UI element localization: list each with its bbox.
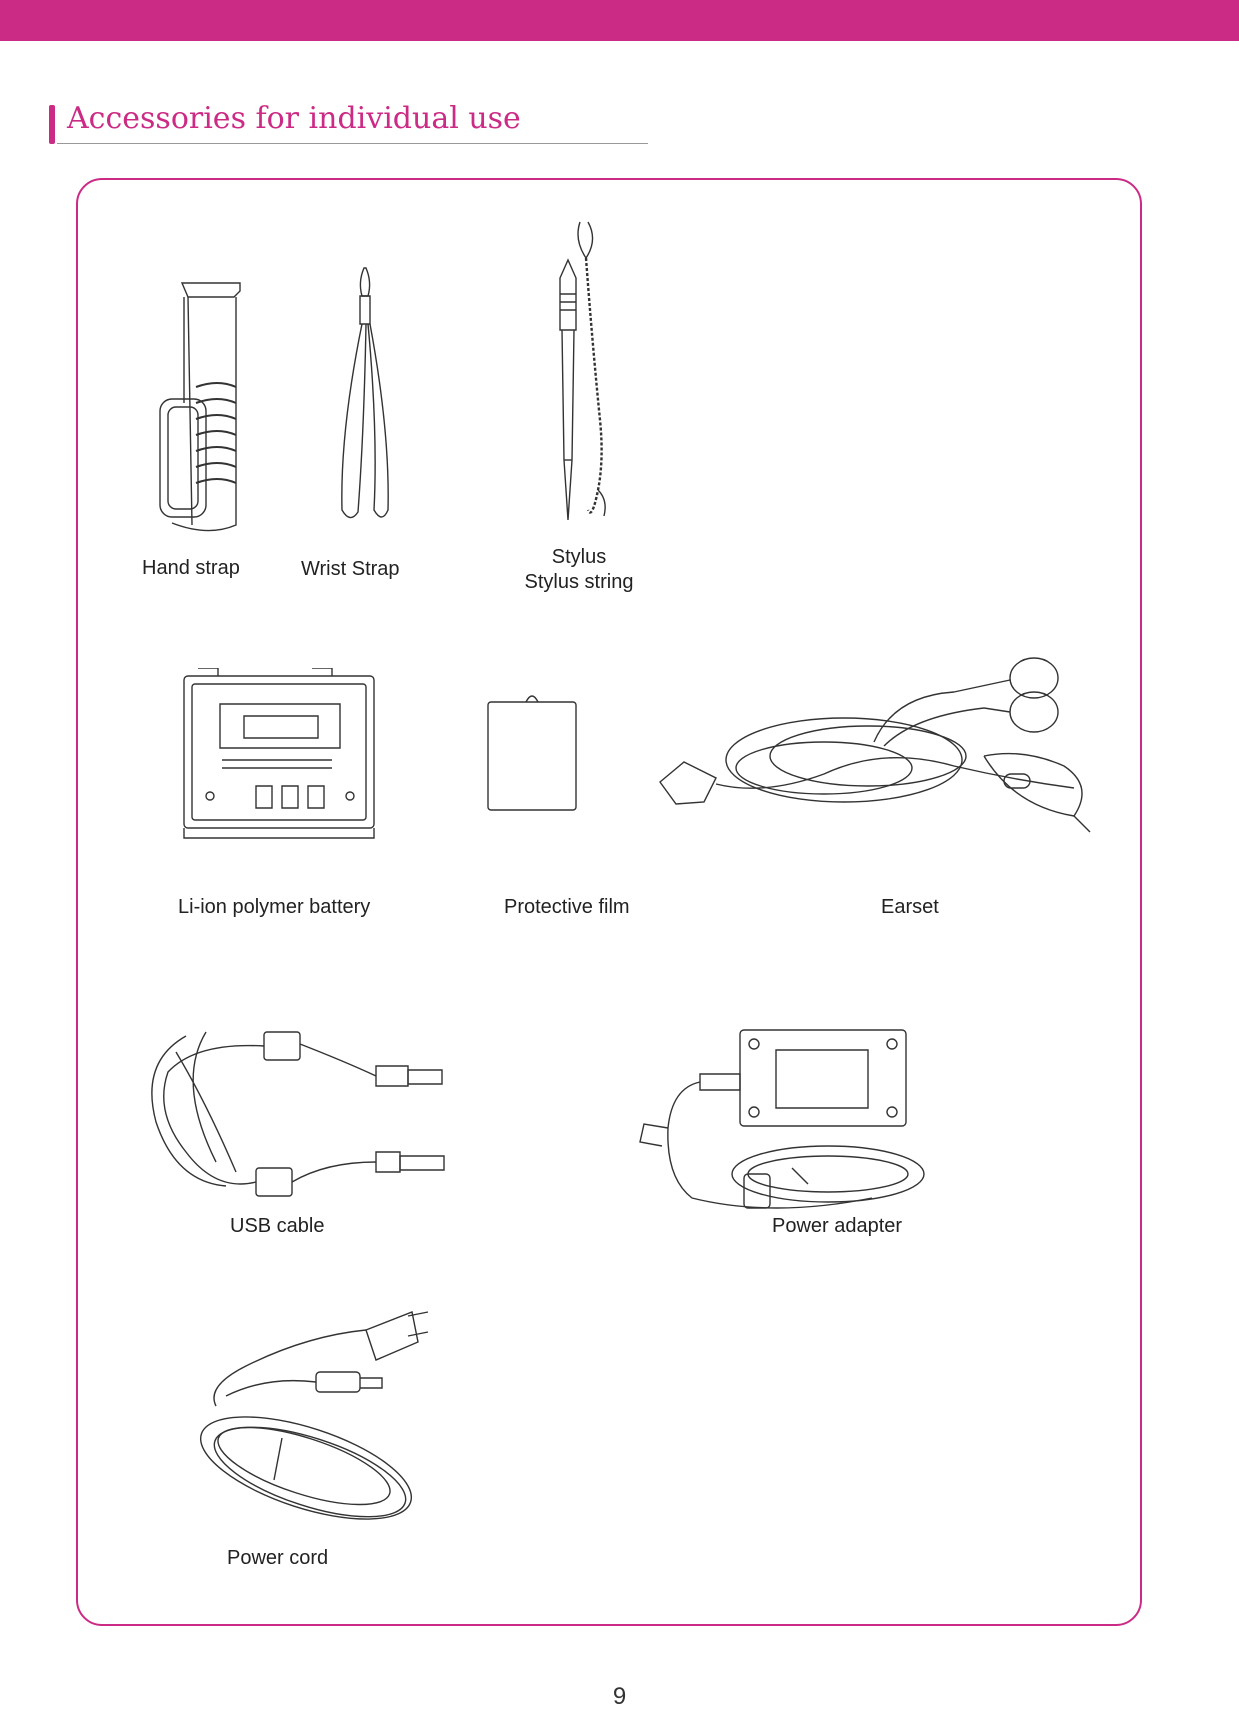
earset-illustration <box>654 656 1104 842</box>
power-cord-illustration <box>186 1306 452 1536</box>
power-adapter-label: Power adapter <box>772 1215 903 1237</box>
stylus-string-label: Stylus string <box>524 571 634 593</box>
hand-strap-illustration <box>148 275 258 537</box>
header-band <box>0 0 1239 41</box>
protective-film-illustration <box>486 688 580 814</box>
usb-cable-illustration <box>146 1022 452 1204</box>
wrist-strap-illustration <box>330 262 400 524</box>
accessories-panel <box>76 178 1142 1626</box>
protective-film-label: Protective film <box>504 896 630 918</box>
title-marker <box>49 105 55 144</box>
battery-label: Li-ion polymer battery <box>178 896 371 918</box>
hand-strap-label: Hand strap <box>142 557 240 579</box>
power-adapter-illustration <box>632 1028 936 1218</box>
usb-cable-label: USB cable <box>230 1215 325 1237</box>
title-underline <box>57 143 648 144</box>
section-title: Accessories for individual use <box>67 101 521 136</box>
page-number: 9 <box>612 1683 627 1710</box>
wrist-strap-label: Wrist Strap <box>301 558 400 580</box>
stylus-illustration <box>538 220 638 526</box>
battery-illustration <box>182 668 376 840</box>
earset-label: Earset <box>881 896 939 918</box>
stylus-label: Stylus <box>551 546 607 568</box>
power-cord-label: Power cord <box>227 1547 329 1569</box>
